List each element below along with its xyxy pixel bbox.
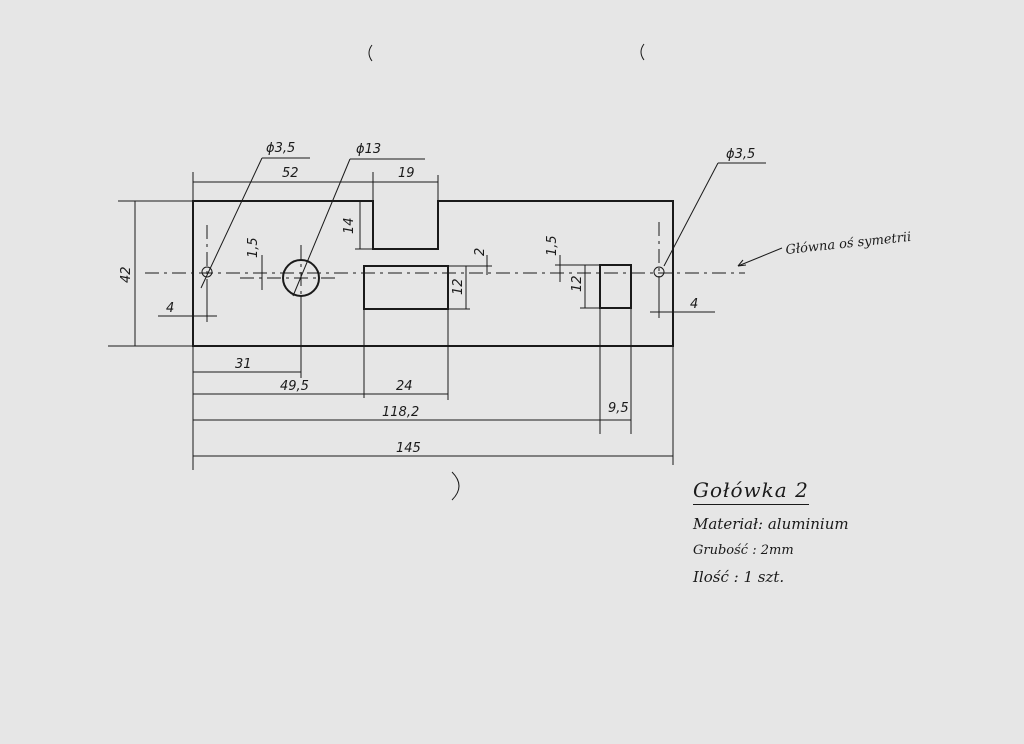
leader-axis-arrowhead <box>737 259 747 267</box>
dim-9-5: 9,5 <box>608 401 629 416</box>
slot-cutout <box>363 265 449 310</box>
punch-hole-mark <box>451 471 460 501</box>
thickness-value: 2mm <box>760 543 794 558</box>
leader-hole-right <box>663 162 719 267</box>
square-cutout <box>599 264 632 309</box>
punch-hole-mark <box>368 44 373 62</box>
title-block: Gołówka 2 Materiał: aluminium Grubość : … <box>693 478 993 586</box>
dim-118-2: 118,2 <box>382 405 419 420</box>
hole-left <box>201 266 213 278</box>
material-value: aluminium <box>767 515 849 533</box>
dim-12-square: 12 <box>570 275 585 292</box>
axis-note: Główna oś symetrii <box>785 230 912 258</box>
quantity-row: Ilość : 1 szt. <box>693 568 993 586</box>
dim-1-5-right: 1,5 <box>545 235 560 256</box>
dim-2: 2 <box>473 248 488 256</box>
material-label: Materiał: <box>693 515 764 533</box>
dim-4-left: 4 <box>166 301 174 316</box>
punch-hole-mark <box>640 43 645 61</box>
dim-12-slot: 12 <box>451 278 466 295</box>
dim-4-right: 4 <box>690 297 698 312</box>
dim-31: 31 <box>235 357 252 372</box>
part-title: Gołówka 2 <box>693 478 809 505</box>
dim-19: 19 <box>398 166 415 181</box>
dim-14: 14 <box>342 217 357 234</box>
quantity-label: Ilość : <box>693 568 739 586</box>
dim-big-hole-diameter: ϕ13 <box>356 142 381 157</box>
dim-hole-left-diameter: ϕ3,5 <box>266 141 295 156</box>
quantity-value: 1 szt. <box>743 568 785 586</box>
dim-1-5-left: 1,5 <box>246 237 261 258</box>
dim-42: 42 <box>119 266 134 283</box>
dim-49-5: 49,5 <box>280 379 309 394</box>
dim-52: 52 <box>282 166 299 181</box>
dim-24: 24 <box>396 379 413 394</box>
dim-145: 145 <box>396 441 421 456</box>
leader-hole-left <box>200 157 263 289</box>
leader-axis-note <box>737 247 783 267</box>
thickness-label: Grubość : <box>693 543 757 558</box>
thickness-row: Grubość : 2mm <box>693 543 993 558</box>
dim-hole-right-diameter: ϕ3,5 <box>726 147 755 162</box>
material-row: Materiał: aluminium <box>693 515 993 533</box>
